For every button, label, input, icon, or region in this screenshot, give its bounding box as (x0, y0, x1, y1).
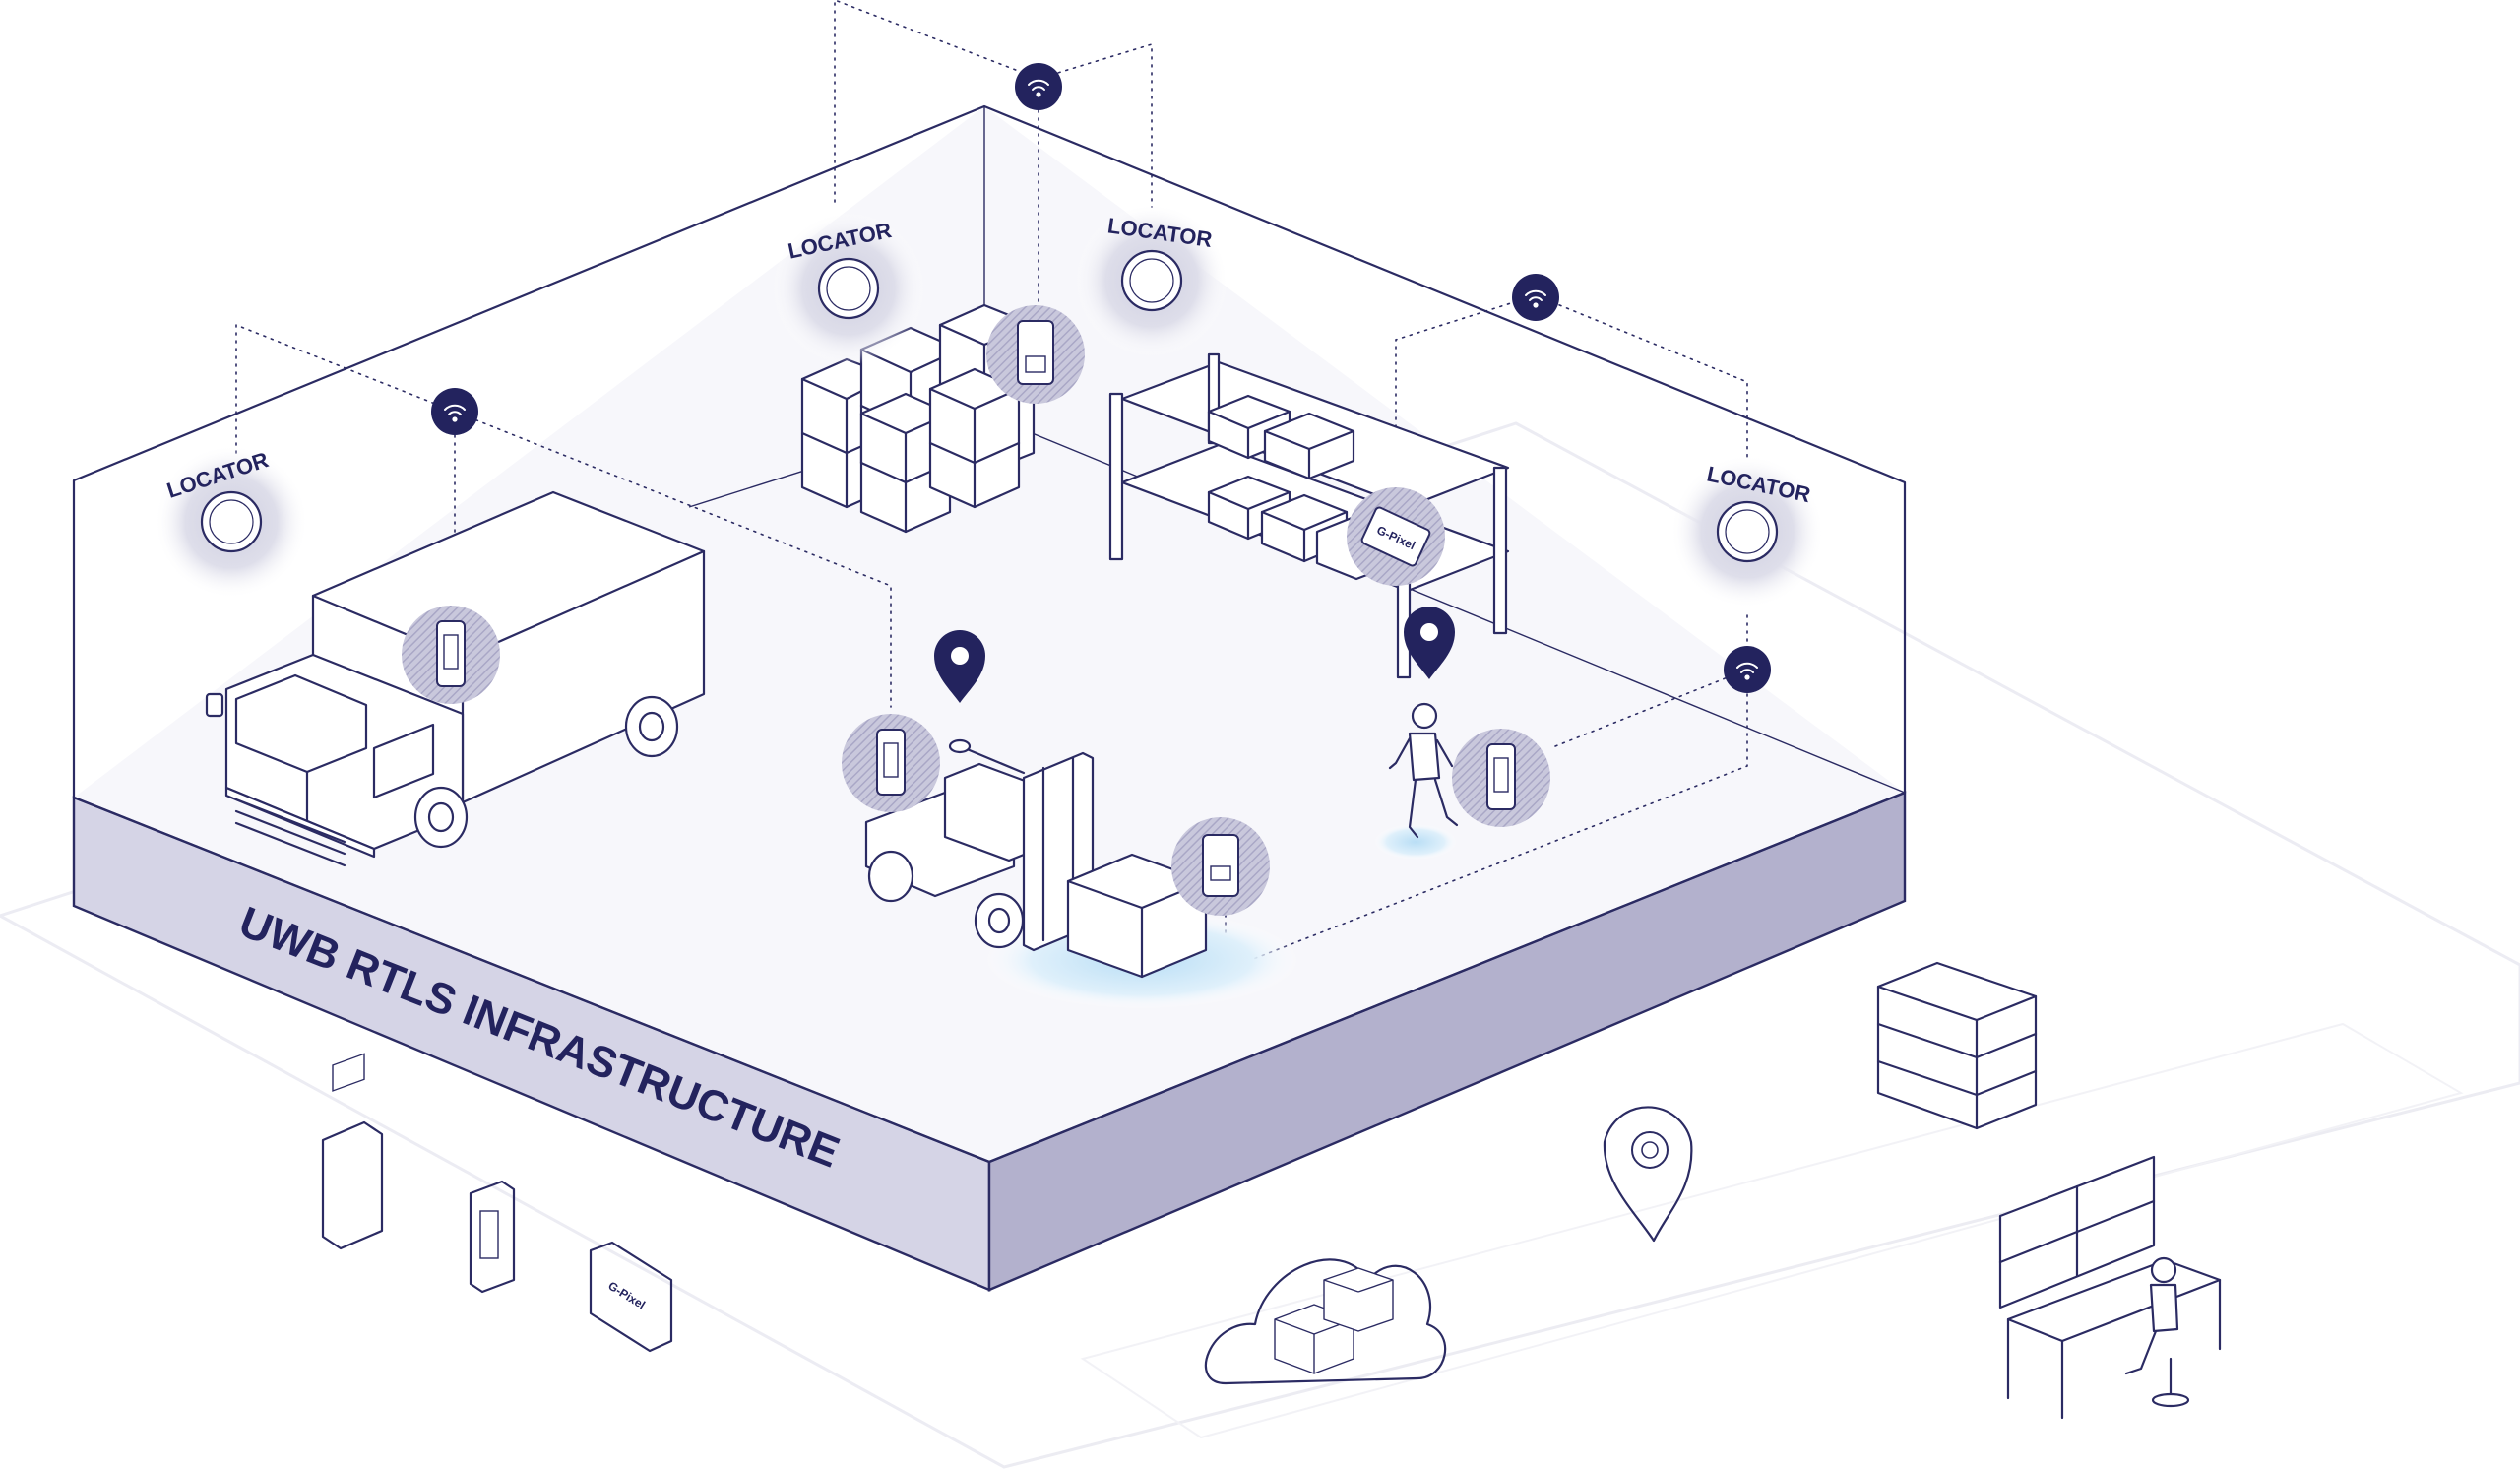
worker (1374, 702, 1459, 860)
device-anchor (321, 1053, 384, 1250)
tag-device-icon (876, 729, 906, 796)
wifi-gateway-icon (1736, 662, 1758, 680)
device-gpixel: G-Pixel (589, 1241, 673, 1353)
tag-truck (402, 606, 500, 704)
locator-1: LOCATOR (155, 445, 308, 599)
control-station (1998, 1155, 2222, 1420)
box-stack-cluster (800, 303, 1036, 534)
tag-forklift-box (1171, 817, 1270, 916)
tag-box-stack (986, 305, 1085, 404)
locator-2: LOCATOR (772, 212, 925, 365)
floor (74, 106, 1905, 1162)
tag-device-icon (1017, 320, 1054, 385)
location-pin-icon (934, 630, 985, 703)
tag-worker (1452, 729, 1550, 827)
gateway-right-bottom (1724, 646, 1771, 693)
tag-device-icon (1486, 743, 1516, 810)
server-rack-icon (1876, 961, 2038, 1130)
locator-4: LOCATOR (1670, 455, 1824, 608)
tag-device-icon (436, 620, 466, 687)
truck (205, 490, 706, 867)
tag-forklift-left (842, 714, 940, 812)
forklift (864, 738, 1299, 1009)
tag-gpixel-shelf: G-Pixel (1347, 487, 1445, 586)
gateway-top (1015, 63, 1062, 110)
pin-worker (1404, 607, 1455, 679)
locator-3: LOCATOR (1075, 204, 1228, 357)
device-tag-slim (469, 1180, 516, 1294)
tag-device-icon (1202, 834, 1239, 897)
gateway-right-top (1512, 274, 1559, 321)
wifi-gateway-icon (1028, 79, 1049, 97)
location-marker-icon (1603, 1106, 1693, 1243)
gpixel-device-label: G-Pixel (605, 1279, 647, 1312)
wifi-gateway-icon (444, 404, 466, 422)
cloud-icon (1205, 1258, 1447, 1385)
wifi-gateway-icon (1525, 289, 1546, 308)
gateway-left (431, 388, 478, 435)
building-base (72, 106, 1907, 1292)
pin-forklift (934, 630, 985, 703)
location-pin-icon (1404, 607, 1455, 679)
g-pixel-device-icon (1360, 506, 1431, 567)
